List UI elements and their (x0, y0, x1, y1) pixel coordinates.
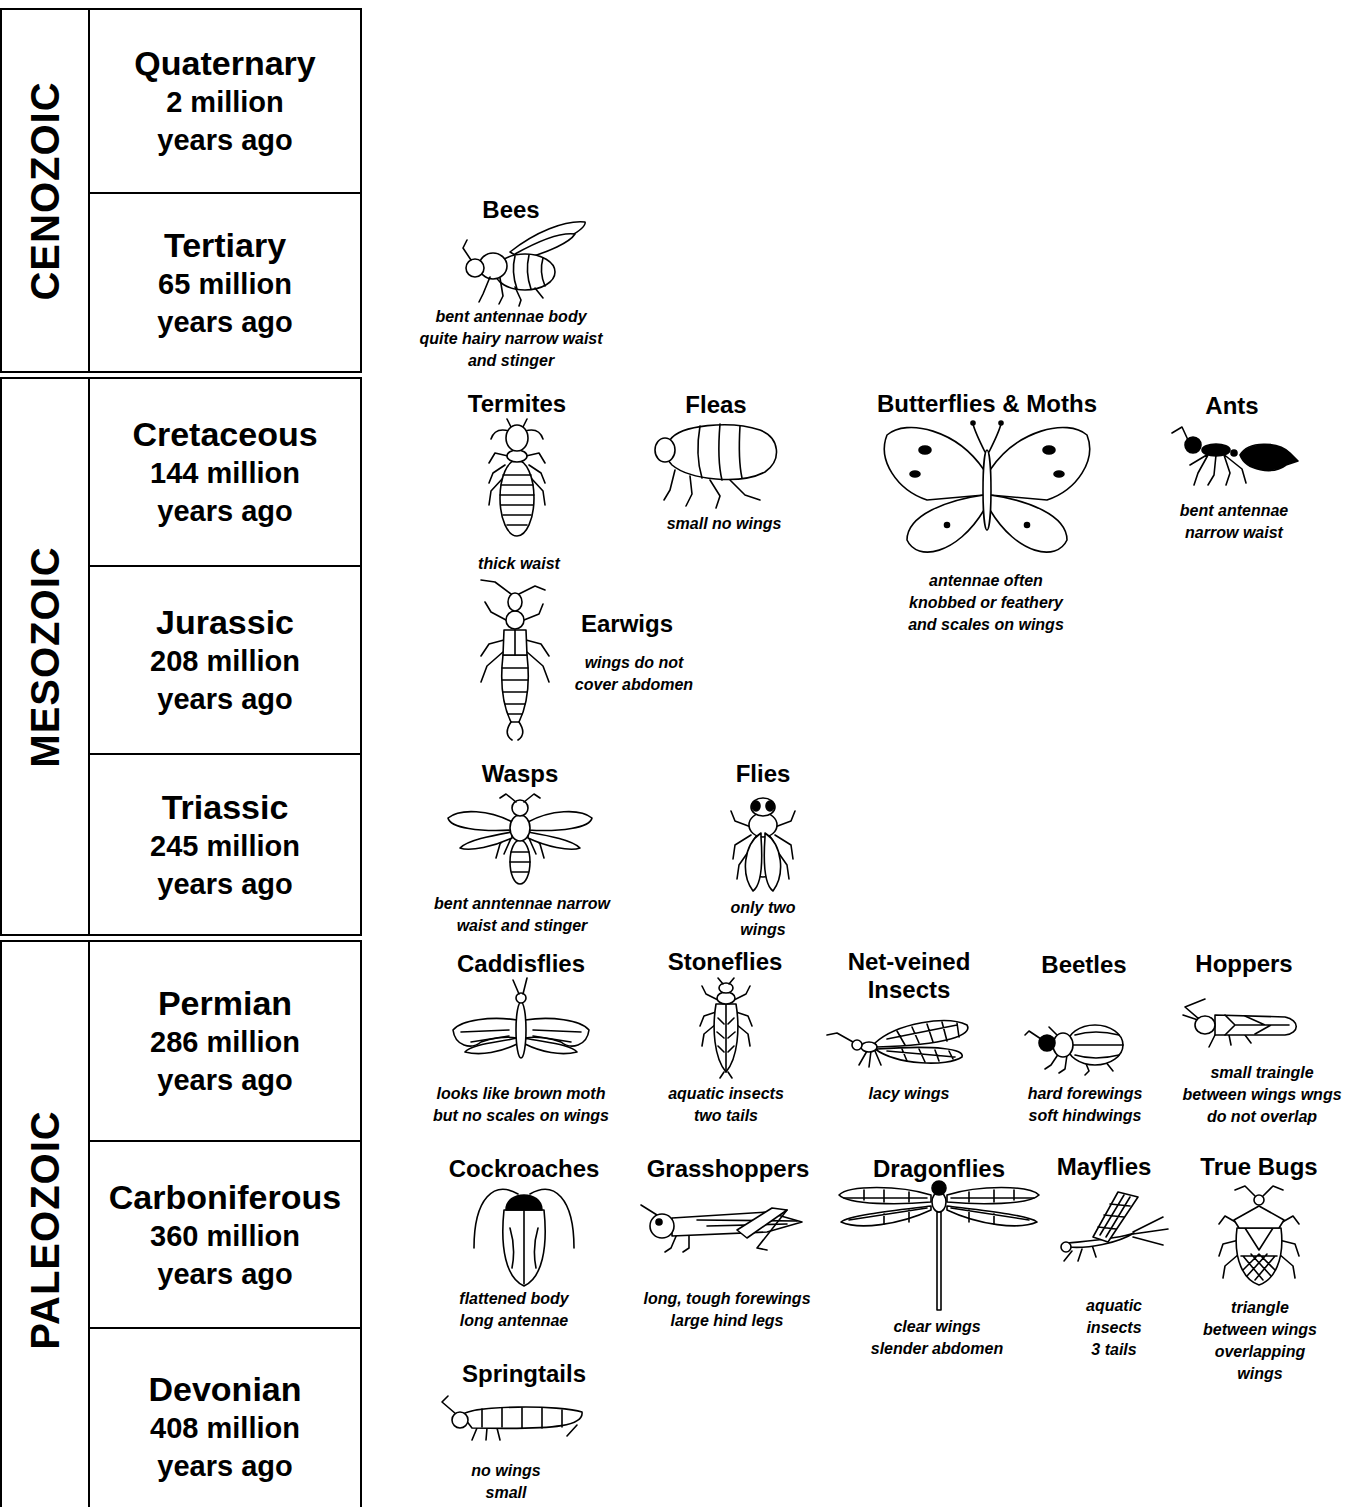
insect-note: clear wings slender abdomen (865, 1316, 1010, 1360)
insect-note: small no wings (644, 513, 804, 535)
insect-name: Ants (1205, 392, 1258, 420)
earwig-drawing (481, 580, 549, 740)
period-box: Devonian408 million years ago (88, 1327, 362, 1507)
insect-name: Springtails (462, 1360, 586, 1388)
era-name: CENOZOIC (23, 81, 67, 300)
period-box: Permian286 million years ago (88, 940, 362, 1142)
insect-note: thick waist (454, 553, 584, 575)
insect-note: bent antennae narrow waist (1169, 500, 1299, 544)
insect-name: Flies (736, 760, 791, 788)
insect-note: antennae often knobbed or feathery and s… (897, 570, 1075, 636)
era-name: MESOZOIC (23, 546, 67, 767)
period-box: Jurassic208 million years ago (88, 565, 362, 755)
period-name: Carboniferous (109, 1177, 341, 1217)
period-name: Jurassic (156, 602, 294, 642)
period-name: Permian (158, 983, 292, 1023)
period-age: 2 million years ago (130, 83, 320, 159)
cockroach-drawing (474, 1189, 574, 1286)
era-band: MESOZOIC (0, 377, 90, 936)
insect-name: Cockroaches (449, 1155, 600, 1183)
period-name: Cretaceous (132, 414, 317, 454)
insect-name: Bees (482, 196, 539, 224)
wasp-drawing (448, 794, 592, 884)
insect-note: long, tough forewings large hind legs (632, 1288, 822, 1332)
termite-drawing (489, 419, 545, 536)
insect-note: wings do not cover abdomen (567, 652, 702, 696)
insect-name: Net-veined Insects (834, 948, 984, 1004)
era-band: PALEOZOIC (0, 940, 90, 1507)
flea-drawing (655, 424, 776, 508)
grasshopper-drawing (641, 1205, 802, 1252)
insect-note: bent anntennae narrow waist and stinger (422, 893, 622, 937)
insect-name: Wasps (482, 760, 558, 788)
period-name: Quaternary (134, 43, 315, 83)
period-age: 360 million years ago (130, 1217, 320, 1293)
insect-note: looks like brown moth but no scales on w… (429, 1083, 614, 1127)
insect-name: Earwigs (581, 610, 673, 638)
period-age: 144 million years ago (130, 454, 320, 530)
insect-note: lacy wings (859, 1083, 959, 1105)
insect-name: Beetles (1041, 951, 1126, 979)
beetle-drawing (1025, 1025, 1123, 1075)
period-box: Cretaceous144 million years ago (88, 377, 362, 567)
dragonfly-drawing (839, 1181, 1039, 1310)
period-name: Devonian (148, 1369, 301, 1409)
insect-name: Mayflies (1057, 1153, 1152, 1181)
era-name: PALEOZOIC (23, 1110, 67, 1349)
era-band: CENOZOIC (0, 8, 90, 373)
insect-note: no wings small (464, 1460, 549, 1504)
insect-note: flattened body long antennae (447, 1288, 582, 1332)
period-box: Triassic245 million years ago (88, 753, 362, 936)
lacewing-drawing (827, 1021, 968, 1067)
insect-note: only two wings (718, 897, 808, 941)
insect-name: Fleas (685, 391, 746, 419)
true-bug-drawing (1219, 1186, 1299, 1285)
insect-name: Grasshoppers (647, 1155, 810, 1183)
insect-name: True Bugs (1200, 1153, 1317, 1181)
period-box: Quaternary2 million years ago (88, 8, 362, 194)
period-box: Tertiary65 million years ago (88, 192, 362, 373)
period-age: 245 million years ago (130, 827, 320, 903)
stonefly-drawing (700, 978, 752, 1078)
period-age: 286 million years ago (130, 1023, 320, 1099)
insect-name: Stoneflies (668, 948, 783, 976)
insect-note: small traingle between wings wngs do not… (1180, 1062, 1344, 1128)
butterfly-drawing (884, 421, 1089, 552)
insect-note: triangle between wings overlapping wings (1200, 1297, 1320, 1385)
insect-name: Butterflies & Moths (877, 390, 1097, 418)
insect-note: hard forewings soft hindwings (1015, 1083, 1155, 1127)
insect-note: aquatic insects two tails (656, 1083, 796, 1127)
insect-note: bent antennae body quite hairy narrow wa… (419, 306, 604, 372)
bee-drawing (463, 222, 585, 306)
insect-note: aquatic insects 3 tails (1083, 1295, 1145, 1361)
period-name: Tertiary (164, 225, 286, 265)
fly-drawing (731, 798, 795, 891)
period-name: Triassic (162, 787, 289, 827)
period-age: 65 million years ago (130, 265, 320, 341)
period-box: Carboniferous360 million years ago (88, 1140, 362, 1329)
insect-name: Caddisflies (457, 950, 585, 978)
caddisfly-drawing (453, 978, 589, 1058)
hopper-drawing (1183, 999, 1296, 1047)
mayfly-drawing (1061, 1192, 1168, 1261)
insect-name: Hoppers (1195, 950, 1292, 978)
period-age: 208 million years ago (130, 642, 320, 718)
insect-name: Termites (468, 390, 566, 418)
insect-name: Dragonflies (873, 1155, 1005, 1183)
ant-drawing (1172, 427, 1298, 485)
period-age: 408 million years ago (130, 1409, 320, 1485)
springtail-drawing (442, 1396, 582, 1440)
